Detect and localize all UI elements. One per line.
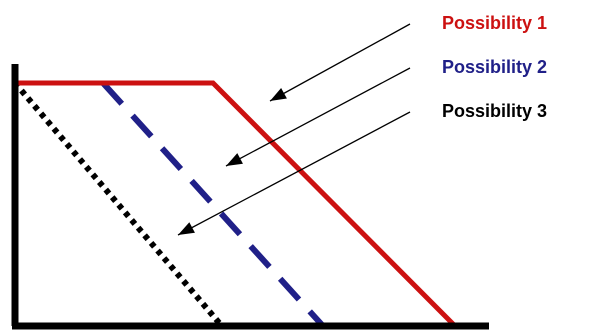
legend-label-2: Possibility 2	[442, 57, 547, 77]
legend-label-1: Possibility 1	[442, 13, 547, 33]
legend-arrowhead-3	[178, 222, 195, 235]
legend-arrow-1	[269, 23, 411, 102]
series-line-2	[100, 80, 326, 329]
legend-arrows	[177, 23, 411, 236]
legend: Possibility 1 Possibility 2 Possibility 3	[442, 13, 547, 121]
series-layer	[12, 80, 457, 329]
axes-layer	[11, 64, 489, 330]
series-line-1	[15, 80, 457, 328]
legend-label-3: Possibility 3	[442, 101, 547, 121]
series-line-3	[12, 81, 225, 328]
legend-arrowhead-1	[270, 88, 287, 101]
legend-arrow-2	[225, 67, 411, 167]
legend-arrowhead-2	[226, 153, 243, 166]
legend-arrow-3	[177, 111, 411, 236]
